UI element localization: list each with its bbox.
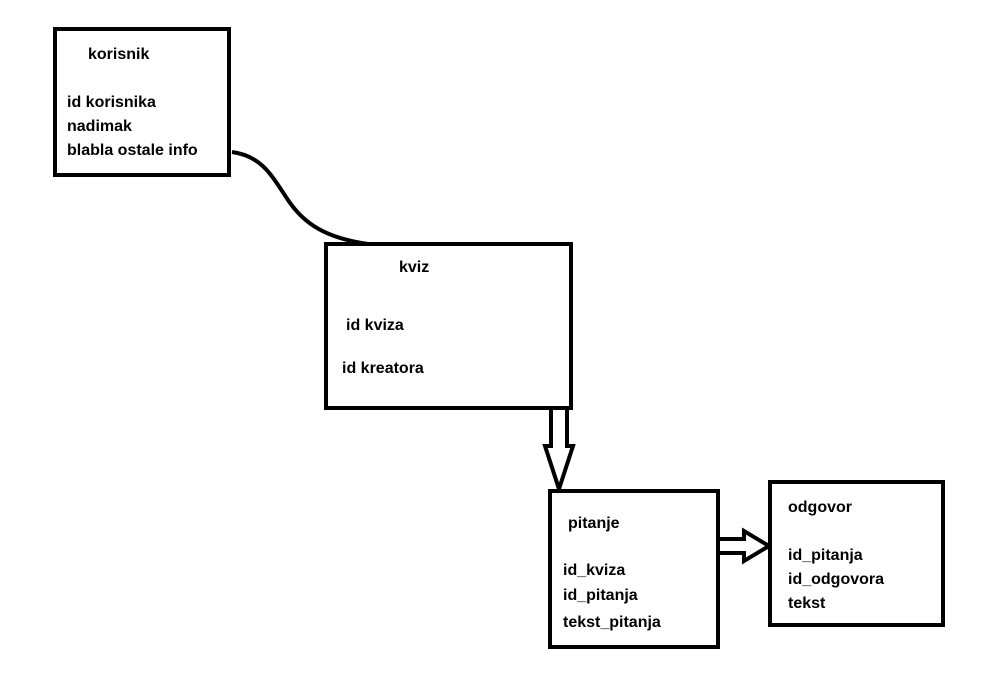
entity-field: nadimak [67, 118, 132, 135]
entity-odgovor: odgovor id_pitanja id_odgovora tekst [768, 480, 945, 627]
entity-title: korisnik [88, 46, 150, 63]
entity-field: id_odgovora [788, 571, 885, 588]
entity-pitanje: pitanje id_kviza id_pitanja tekst_pitanj… [548, 489, 720, 649]
entity-title: pitanje [568, 515, 620, 532]
entity-field: id_pitanja [788, 547, 863, 564]
pitanje-odgovor-arrow [716, 527, 773, 565]
entity-field: id korisnika [67, 94, 156, 111]
korisnik-kviz-connector [231, 150, 369, 246]
kviz-pitanje-arrow [542, 402, 576, 496]
entity-title: kviz [399, 259, 430, 276]
entity-title: odgovor [788, 499, 852, 516]
entity-field: id_kviza [563, 562, 626, 579]
entity-field: id kviza [346, 317, 404, 334]
entity-field: id kreatora [342, 360, 424, 377]
entity-field: id_pitanja [563, 587, 638, 604]
entity-korisnik: korisnik id korisnika nadimak blabla ost… [53, 27, 231, 177]
entity-field: blabla ostale info [67, 142, 198, 159]
entity-field: tekst [788, 595, 826, 612]
entity-kviz: kviz id kviza id kreatora [324, 242, 573, 410]
entity-field: tekst_pitanja [563, 614, 661, 631]
